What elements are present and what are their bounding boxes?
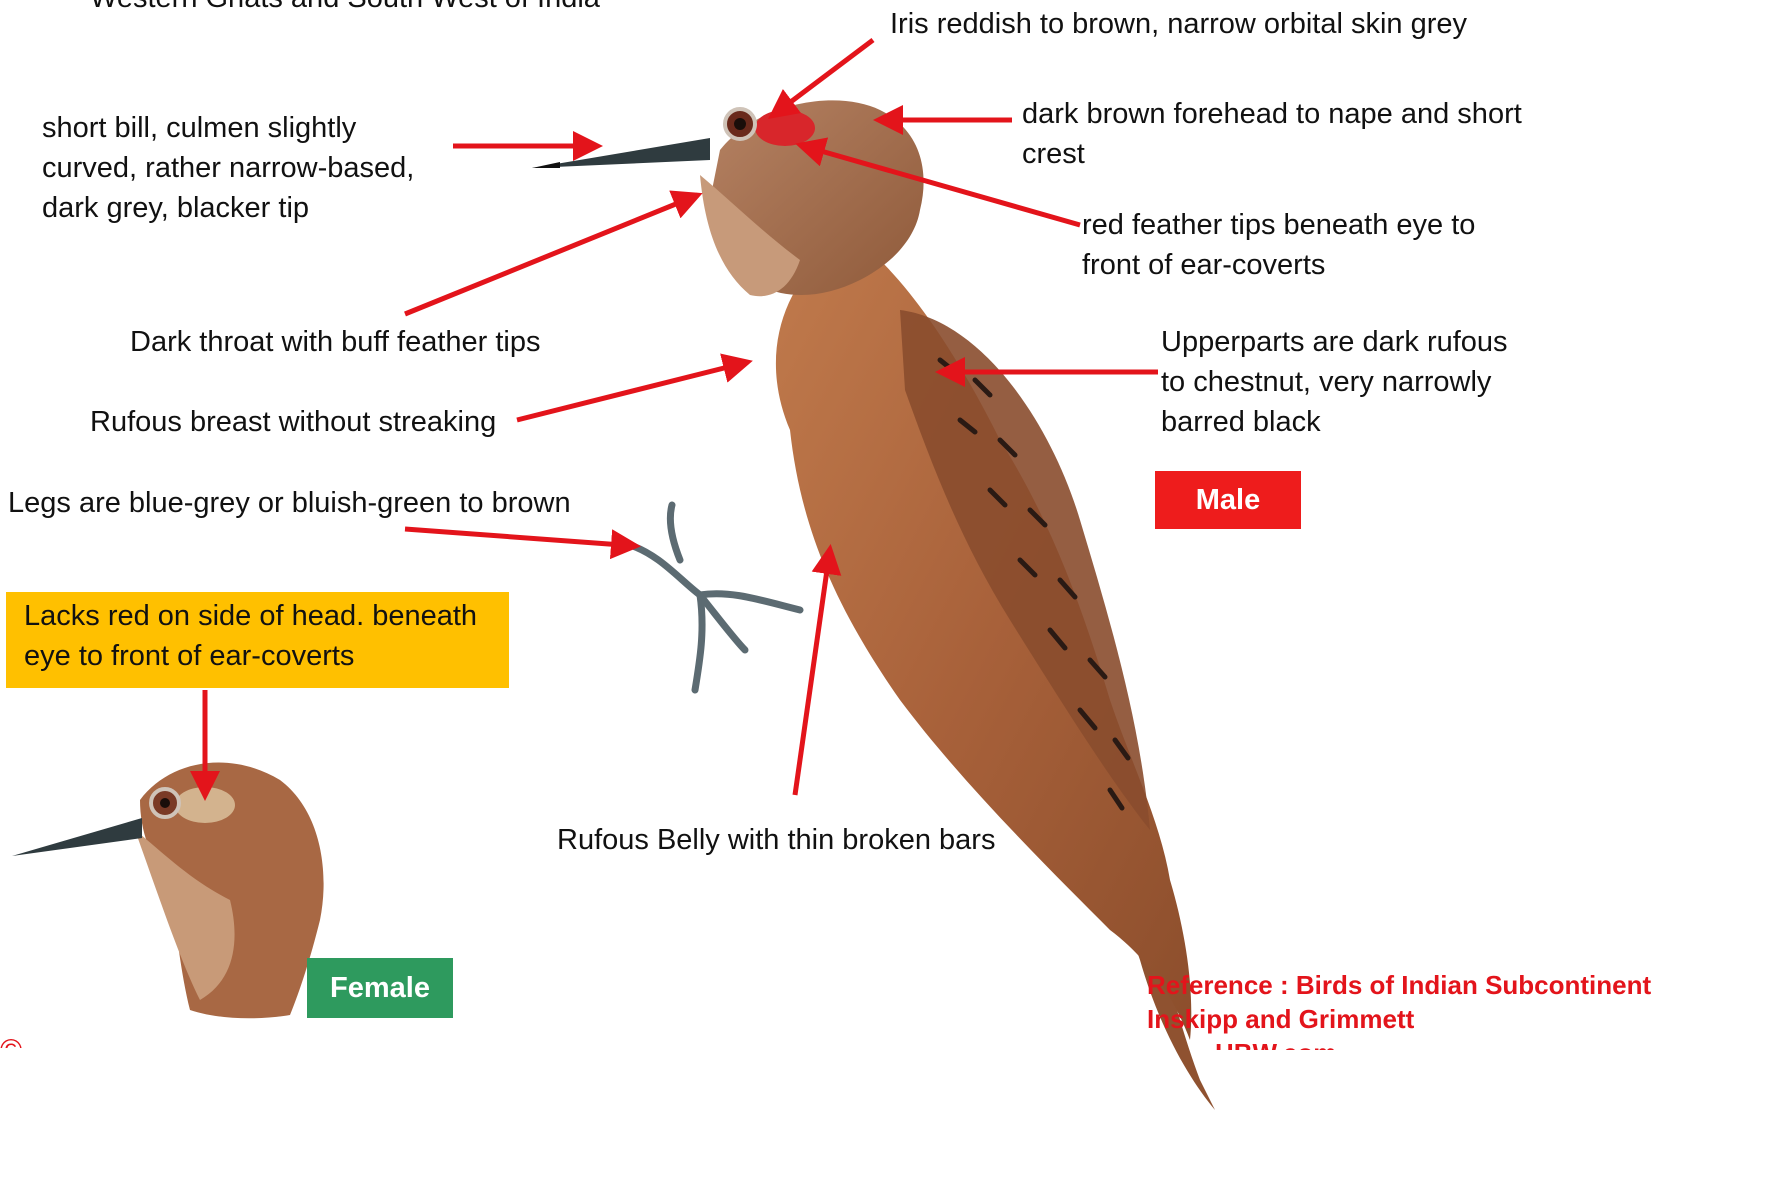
label-legs: Legs are blue-grey or bluish-green to br…: [8, 483, 571, 523]
arrow-breast: [517, 362, 748, 420]
arrow-legs: [405, 529, 636, 546]
reference-line-3: HBW.com: [1215, 1036, 1336, 1050]
male-badge: Male: [1155, 471, 1301, 529]
reference-line-2: Inskipp and Grimmett: [1147, 1002, 1414, 1036]
label-forehead: dark brown forehead to nape and short cr…: [1022, 94, 1522, 174]
arrow-belly: [795, 549, 830, 795]
label-iris: Iris reddish to brown, narrow orbital sk…: [890, 4, 1467, 44]
label-belly: Rufous Belly with thin broken bars: [557, 820, 995, 860]
female-note-box: Lacks red on side of head. beneath eye t…: [6, 592, 509, 688]
arrow-throat: [405, 195, 698, 314]
label-upperparts: Upperparts are dark rufous to chestnut, …: [1161, 322, 1508, 442]
female-head-illustration: [12, 763, 324, 1019]
reference-line-1: Reference : Birds of Indian Subcontinent: [1147, 968, 1651, 1002]
label-red-feathers: red feather tips beneath eye to front of…: [1082, 205, 1475, 285]
label-breast: Rufous breast without streaking: [90, 402, 496, 442]
label-throat: Dark throat with buff feather tips: [130, 322, 541, 362]
female-badge: Female: [307, 958, 453, 1018]
credit-partial: ©: [0, 1034, 22, 1048]
label-bill: short bill, culmen slightly curved, rath…: [42, 108, 414, 228]
